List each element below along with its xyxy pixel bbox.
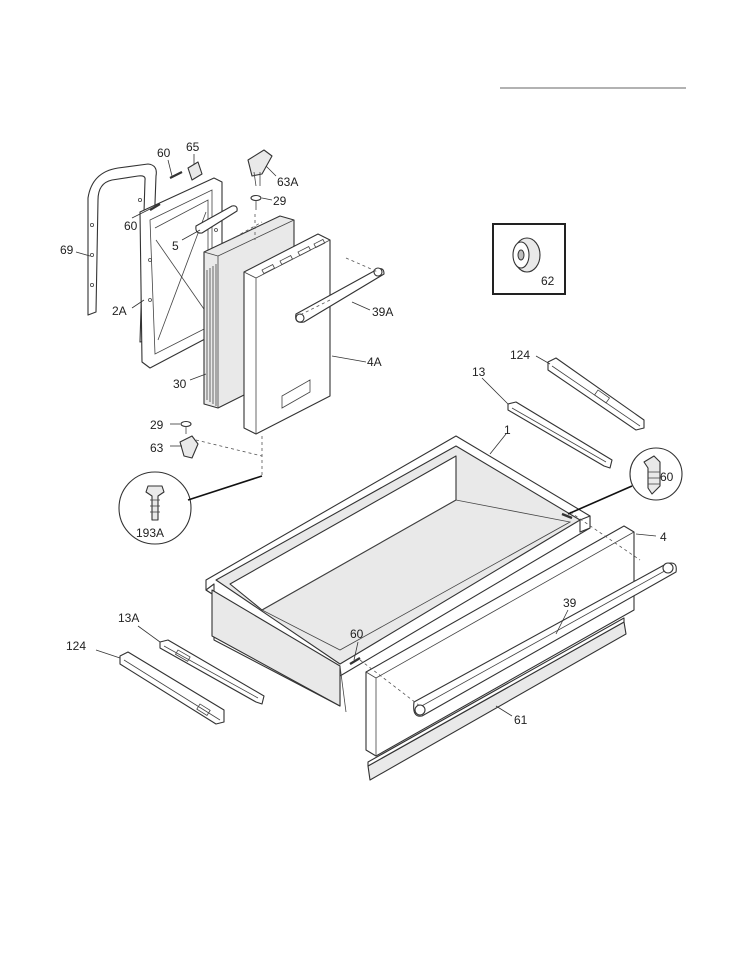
callout-29-top: 29 — [273, 194, 287, 208]
trim-strip-part — [367, 617, 627, 781]
callout-13a: 13A — [118, 611, 139, 625]
callout-69: 69 — [60, 243, 74, 257]
callout-60-detail: 60 — [660, 470, 674, 484]
callout-30: 30 — [173, 377, 187, 391]
callout-193a: 193A — [136, 526, 164, 540]
detail-box-62 — [492, 223, 566, 295]
door-handle-part — [295, 267, 385, 323]
slide-rail-right-outer-part — [547, 357, 645, 431]
callout-65: 65 — [186, 140, 200, 154]
callout-124-right: 124 — [510, 348, 530, 362]
screw-60-door-lower-part — [149, 203, 161, 211]
screw-29-bottom-part — [180, 420, 192, 434]
callout-61: 61 — [514, 713, 528, 727]
hinge-bottom-part — [179, 435, 199, 459]
slide-rail-right-inner-part — [507, 401, 613, 469]
callout-39: 39 — [563, 596, 577, 610]
drawer-handle-part — [413, 562, 677, 717]
callout-60-door-upper: 60 — [157, 146, 171, 160]
screw-29-top-part — [250, 194, 262, 210]
callout-60-drawer: 60 — [350, 627, 364, 641]
callout-4: 4 — [660, 530, 667, 544]
callout-63: 63 — [150, 441, 164, 455]
screw-60-drawer-part — [349, 656, 361, 666]
callout-60-door-lower: 60 — [124, 219, 138, 233]
callout-13: 13 — [472, 365, 486, 379]
bracket-65-part — [187, 161, 203, 181]
screw-60-door-upper-part — [169, 171, 183, 179]
callout-2a: 2A — [112, 304, 127, 318]
outer-door-panel-part — [243, 233, 331, 435]
callout-124-left: 124 — [66, 639, 86, 653]
callout-4a: 4A — [367, 355, 382, 369]
callout-63a: 63A — [277, 175, 298, 189]
callout-29-bottom: 29 — [150, 418, 164, 432]
drawer-body-part — [205, 435, 591, 713]
door-handle-bracket-part — [195, 205, 238, 234]
callout-39a: 39A — [372, 305, 393, 319]
callout-5: 5 — [172, 239, 179, 253]
hinge-top-part — [247, 149, 273, 187]
slide-rail-left-inner-part — [159, 639, 265, 705]
detail-circle-193a — [118, 471, 263, 545]
detail-circle-60 — [561, 447, 683, 520]
slide-rail-left-outer-part — [119, 651, 225, 725]
callout-62: 62 — [541, 274, 555, 288]
callout-1: 1 — [504, 423, 511, 437]
